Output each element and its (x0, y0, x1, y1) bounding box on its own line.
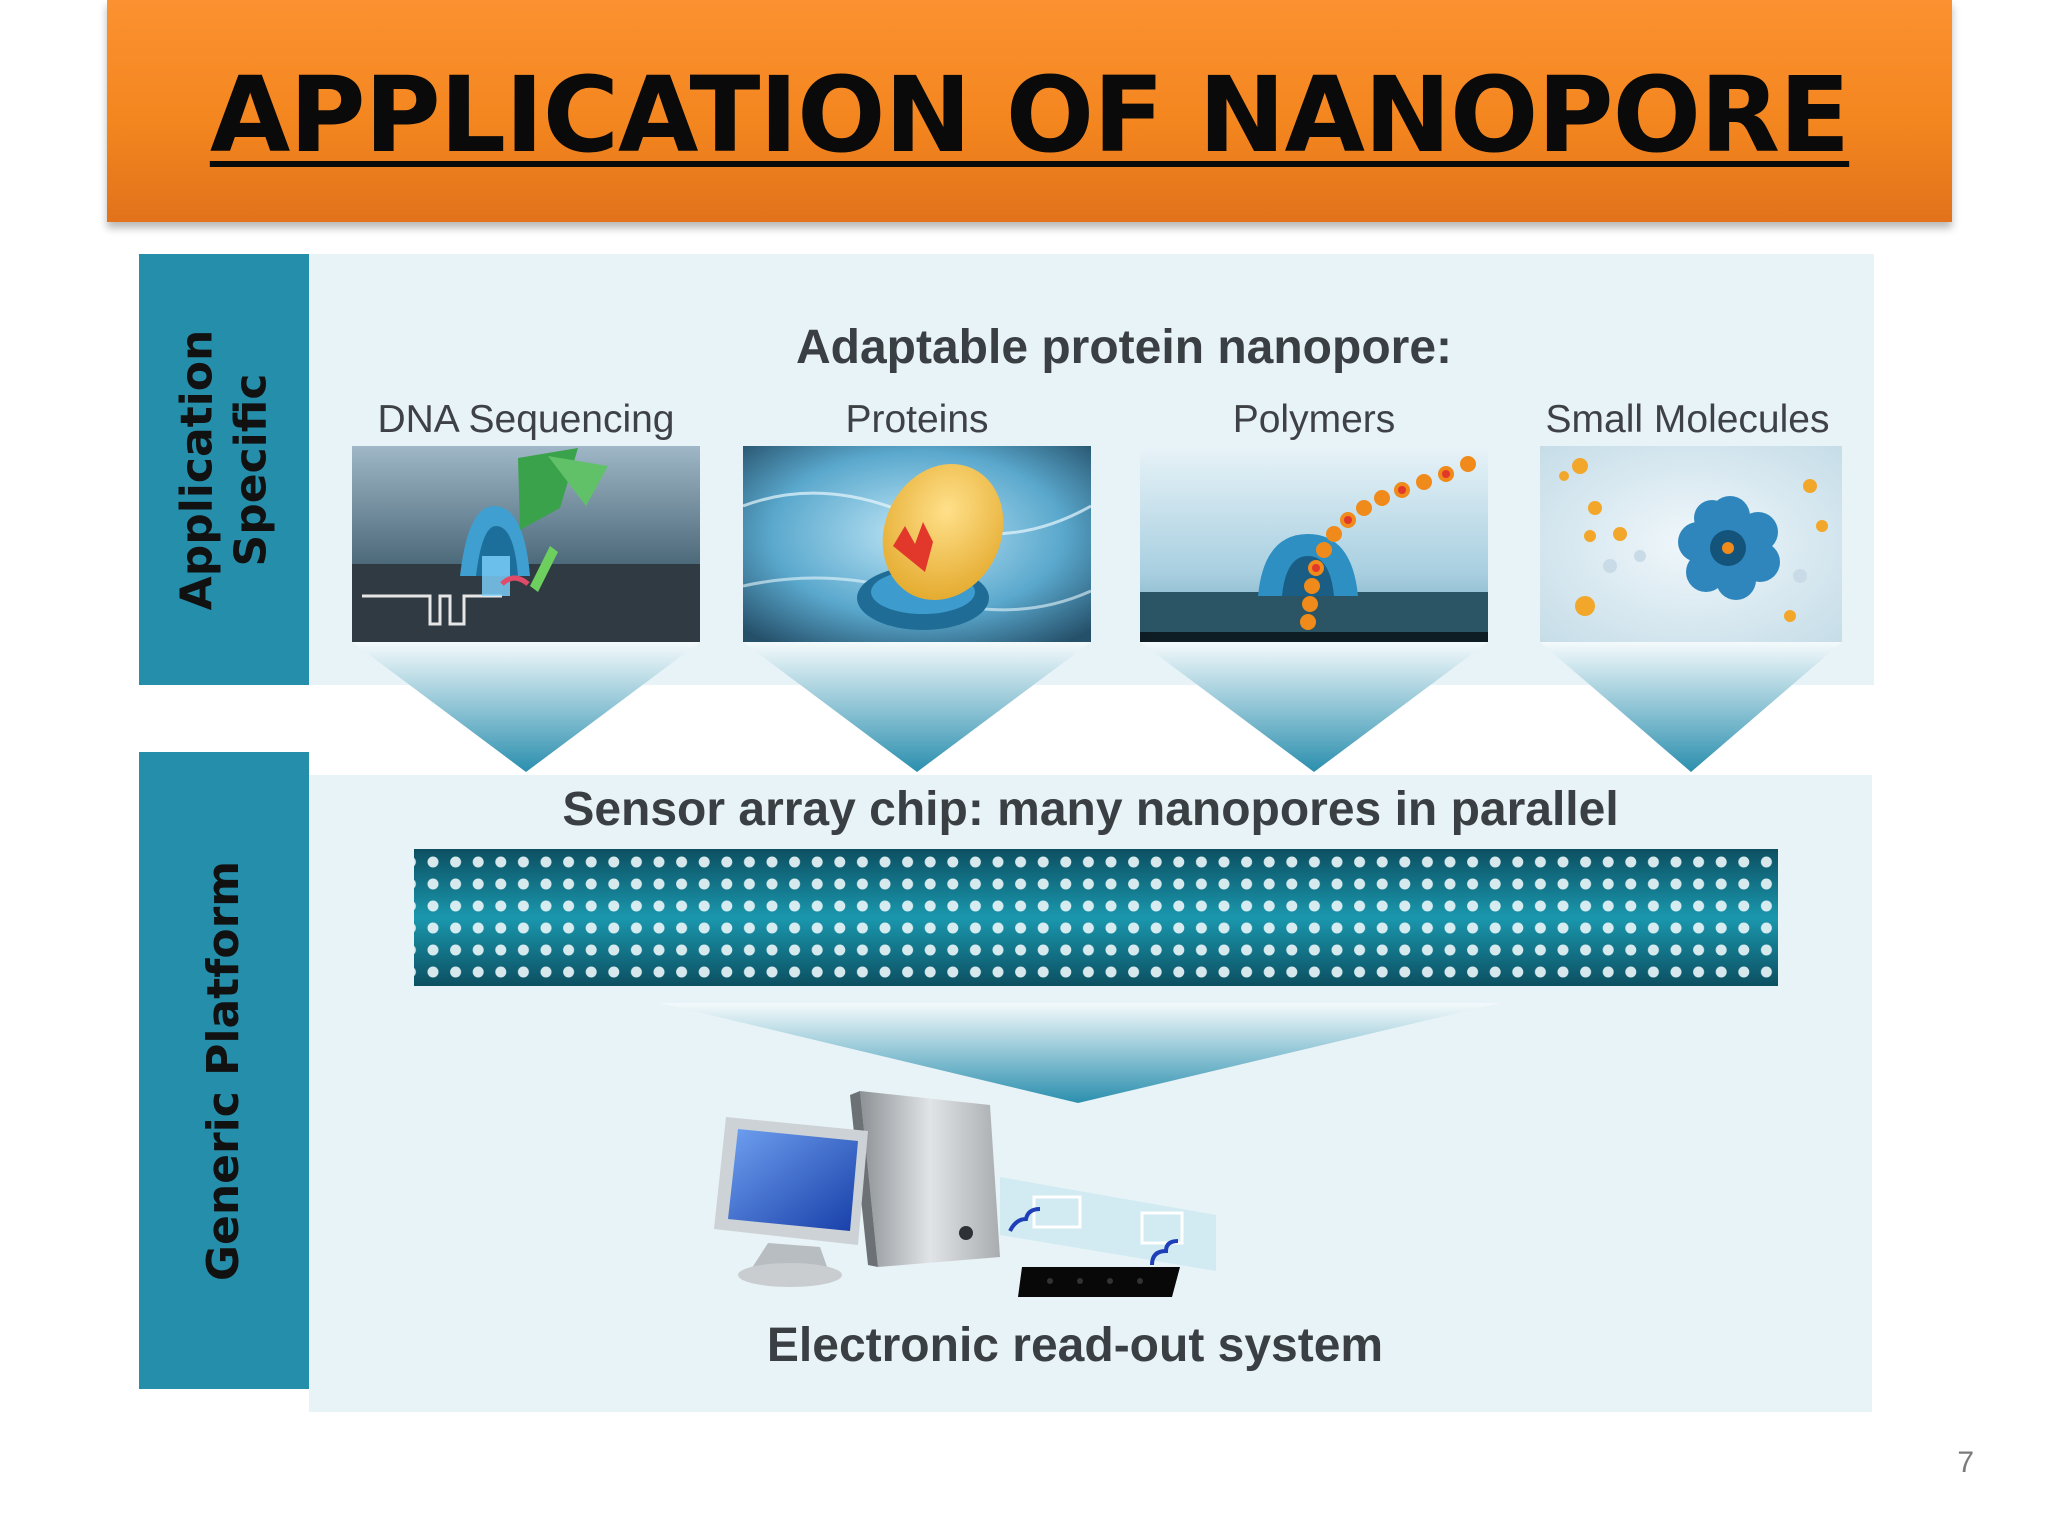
side-label-generic-platform: Generic Platform (139, 752, 309, 1389)
title-banner (107, 0, 1952, 222)
sensor-array-heading: Sensor array chip: many nanopores in par… (562, 783, 1619, 836)
side-label-line-2: Specific (225, 373, 276, 566)
side-label-application-specific: Application Specific (139, 254, 309, 685)
funnel-proteins (743, 642, 1091, 772)
proteins-image (743, 446, 1091, 642)
platform-funnel (660, 1003, 1500, 1103)
funnel-small-molecules (1540, 642, 1842, 772)
slide-title: APPLICATION OF NANOPORE (209, 54, 1850, 176)
polymers-image (1140, 446, 1488, 642)
side-label-generic-platform-text: Generic Platform (198, 860, 249, 1281)
dna-sequencing-image (352, 446, 700, 642)
category-label-polymers: Polymers (1232, 398, 1396, 441)
side-label-line-1: Application (171, 329, 222, 610)
small-molecules-image (1540, 446, 1842, 642)
funnel-dna-sequencing (352, 642, 700, 772)
funnel-polymers (1140, 642, 1488, 772)
page-number: 7 (1957, 1446, 1974, 1479)
computer-readout-illustration (714, 1091, 1216, 1297)
application-funnels (352, 642, 1842, 772)
readout-label: Electronic read-out system (766, 1319, 1384, 1372)
category-label-dna-sequencing: DNA Sequencing (377, 398, 675, 441)
sensor-array-chip-image (414, 849, 1778, 986)
category-label-proteins: Proteins (845, 398, 989, 441)
application-heading: Adaptable protein nanopore: (795, 321, 1452, 374)
category-label-small-molecules: Small Molecules (1545, 398, 1830, 441)
